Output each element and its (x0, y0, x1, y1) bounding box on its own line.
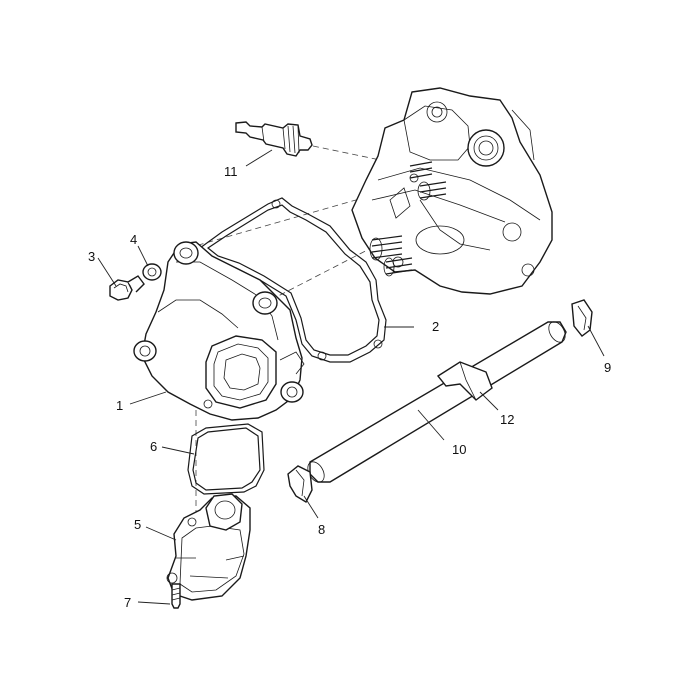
callout-3: 3 (88, 249, 95, 264)
callout-11: 11 (224, 164, 238, 179)
callout-10: 10 (452, 442, 466, 457)
part-spark-plug (235, 121, 313, 157)
callout-8: 8 (318, 522, 325, 537)
cover-boss-top (173, 241, 199, 265)
valve-spring-2 (383, 257, 413, 277)
cover-boss-right (252, 291, 278, 315)
valve-spring-3 (417, 181, 447, 201)
part-breather-hose (307, 321, 567, 483)
callout-labels: 1 2 3 4 5 6 7 8 9 10 11 12 (88, 164, 611, 610)
cover-boss-left (133, 340, 157, 362)
part-hose-clamp-lower (287, 465, 313, 503)
callout-2: 2 (432, 319, 439, 334)
callout-leaders (97, 149, 605, 605)
part-bolt (109, 275, 145, 301)
callout-12: 12 (500, 412, 514, 427)
callout-4: 4 (130, 232, 137, 247)
part-seal-ring (187, 423, 265, 495)
part-screw (171, 583, 181, 609)
part-washer (142, 263, 162, 281)
part-cover-cap (166, 493, 251, 601)
part-hose-bracket (436, 361, 493, 401)
part-cover-gasket (199, 197, 387, 363)
callout-5: 5 (134, 517, 141, 532)
cylinder-head (351, 87, 553, 295)
valve-spring-1 (369, 235, 403, 261)
cover-boss-bottom (280, 381, 304, 403)
callout-1: 1 (116, 398, 123, 413)
valve-spring-4 (409, 161, 433, 179)
callout-9: 9 (604, 360, 611, 375)
callout-7: 7 (124, 595, 131, 610)
part-valve-cover (133, 241, 305, 421)
part-hose-clamp-upper (571, 299, 593, 337)
callout-6: 6 (150, 439, 157, 454)
